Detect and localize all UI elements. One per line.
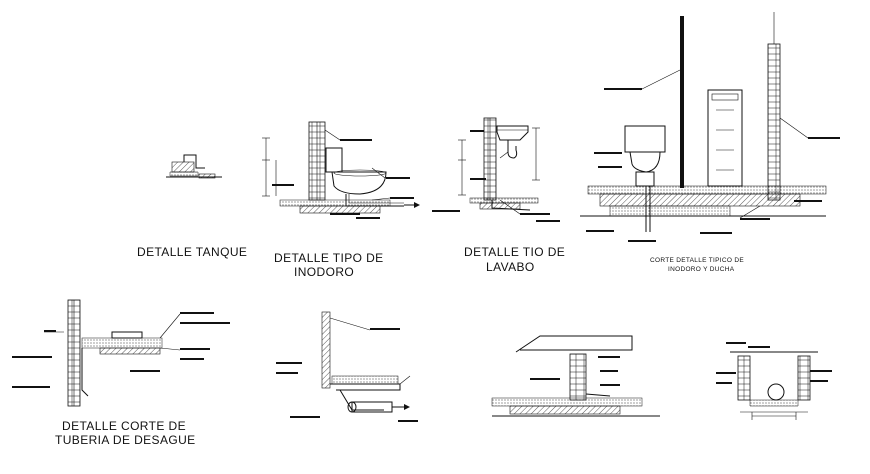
sink-detail-drawing xyxy=(432,117,560,222)
drain-detail-title-line1: DETALLE CORTE DE xyxy=(62,419,186,433)
sink-detail-title-line1: DETALLE TIO DE xyxy=(464,245,565,259)
curb-detail-drawing xyxy=(491,335,660,417)
section-detail-title-line2: INODORO Y DUCHA xyxy=(668,266,735,273)
toilet-detail-title-line2: INODORO xyxy=(294,265,354,279)
drain-pipe-section-drawing xyxy=(12,299,230,407)
drain-detail-title-line2: TUBERIA DE DESAGUE xyxy=(55,433,196,447)
tank-detail-drawing xyxy=(166,154,222,179)
section-detail-title-line1: CORTE DETALLE TIPICO DE xyxy=(650,257,744,264)
sink-detail-title-line2: LAVABO xyxy=(486,260,535,274)
wall-drain-detail-drawing xyxy=(276,311,418,422)
toilet-detail-title-line1: DETALLE TIPO DE xyxy=(274,251,384,265)
inspection-box-detail-drawing xyxy=(716,342,832,420)
toilet-shower-section-drawing xyxy=(580,12,840,242)
tank-detail-title: DETALLE TANQUE xyxy=(137,245,247,259)
toilet-detail-drawing xyxy=(262,121,420,219)
